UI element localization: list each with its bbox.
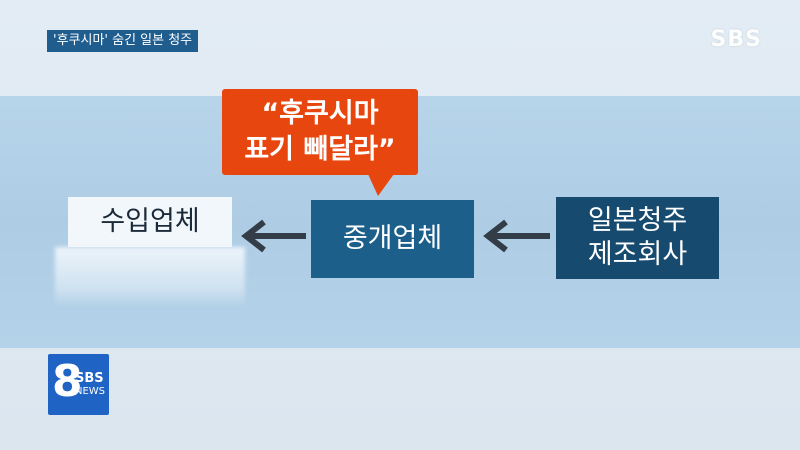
broker-label: 중개업체 <box>342 223 443 254</box>
sbs-watermark: SBS <box>710 27 762 52</box>
logo-number: 8 <box>52 356 83 407</box>
news-caption: '후쿠시마' 숨긴 일본 청주 <box>47 30 199 52</box>
logo-brand: SBS <box>75 371 104 386</box>
left-arrow-icon <box>241 219 306 253</box>
broker-box: 중개업체 <box>311 200 474 278</box>
left-arrow-icon <box>483 219 550 253</box>
importer-box: 수입업체 <box>68 197 232 247</box>
blurred-area <box>55 247 245 307</box>
quote-line-1: “후쿠시마 <box>261 98 379 129</box>
sbs-8-news-logo: 8 SBS NEWS <box>48 354 109 415</box>
importer-label: 수입업체 <box>100 206 200 237</box>
manufacturer-label-line-1: 일본청주 <box>587 205 688 236</box>
quote-bubble: “후쿠시마 표기 빼달라” <box>222 89 418 175</box>
quote-bubble-tail <box>368 174 394 196</box>
manufacturer-label-line-2: 제조회사 <box>587 239 688 270</box>
quote-line-2: 표기 빼달라” <box>244 134 396 165</box>
logo-sub: NEWS <box>75 386 106 397</box>
manufacturer-box: 일본청주 제조회사 <box>556 197 719 279</box>
